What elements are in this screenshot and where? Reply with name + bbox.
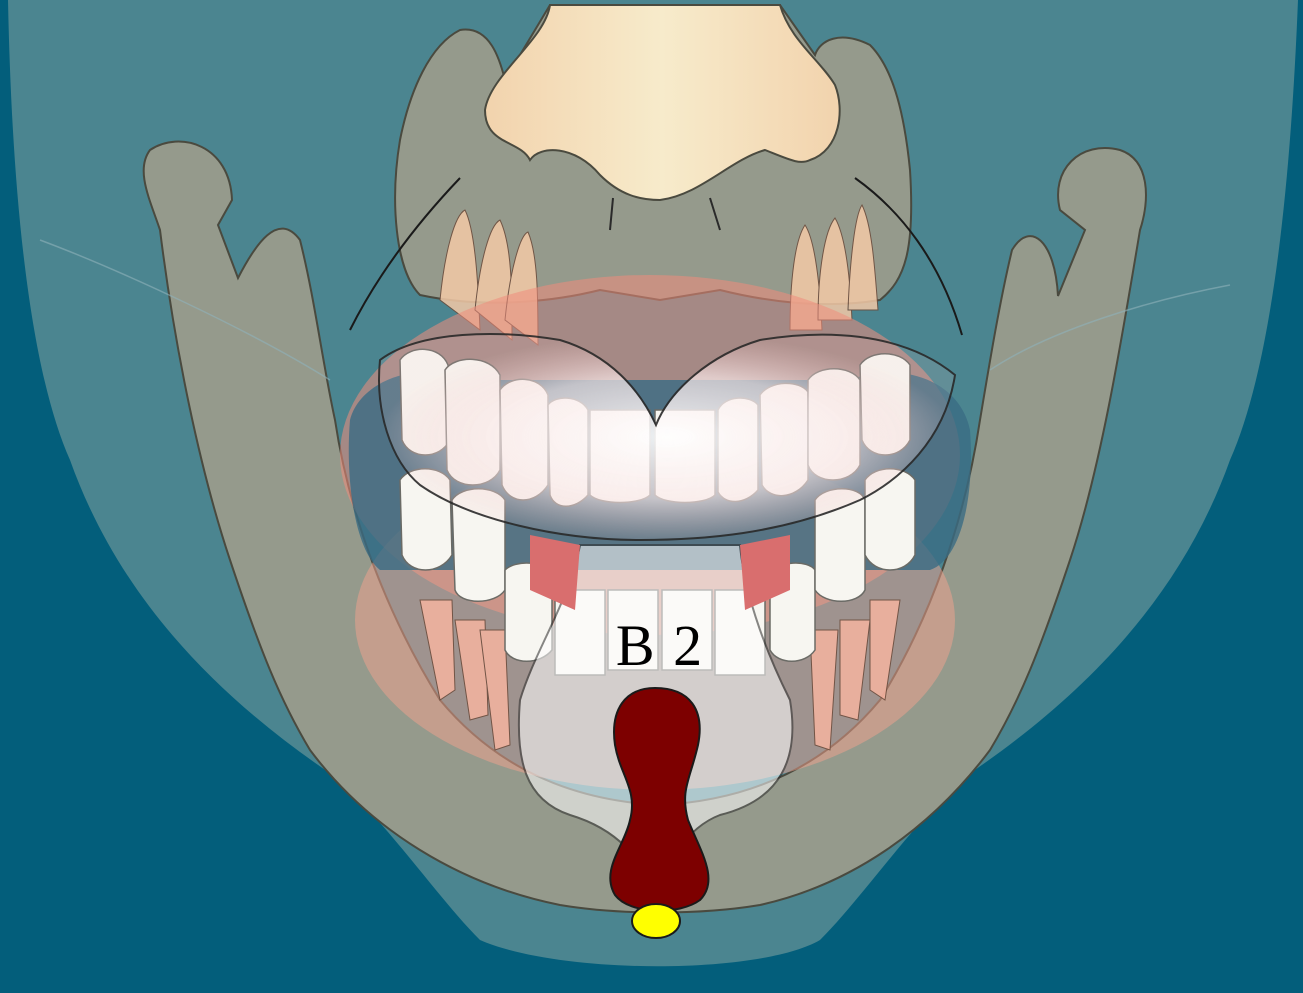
diagram-label: B 2 bbox=[560, 612, 760, 679]
marker-dot bbox=[632, 904, 680, 938]
